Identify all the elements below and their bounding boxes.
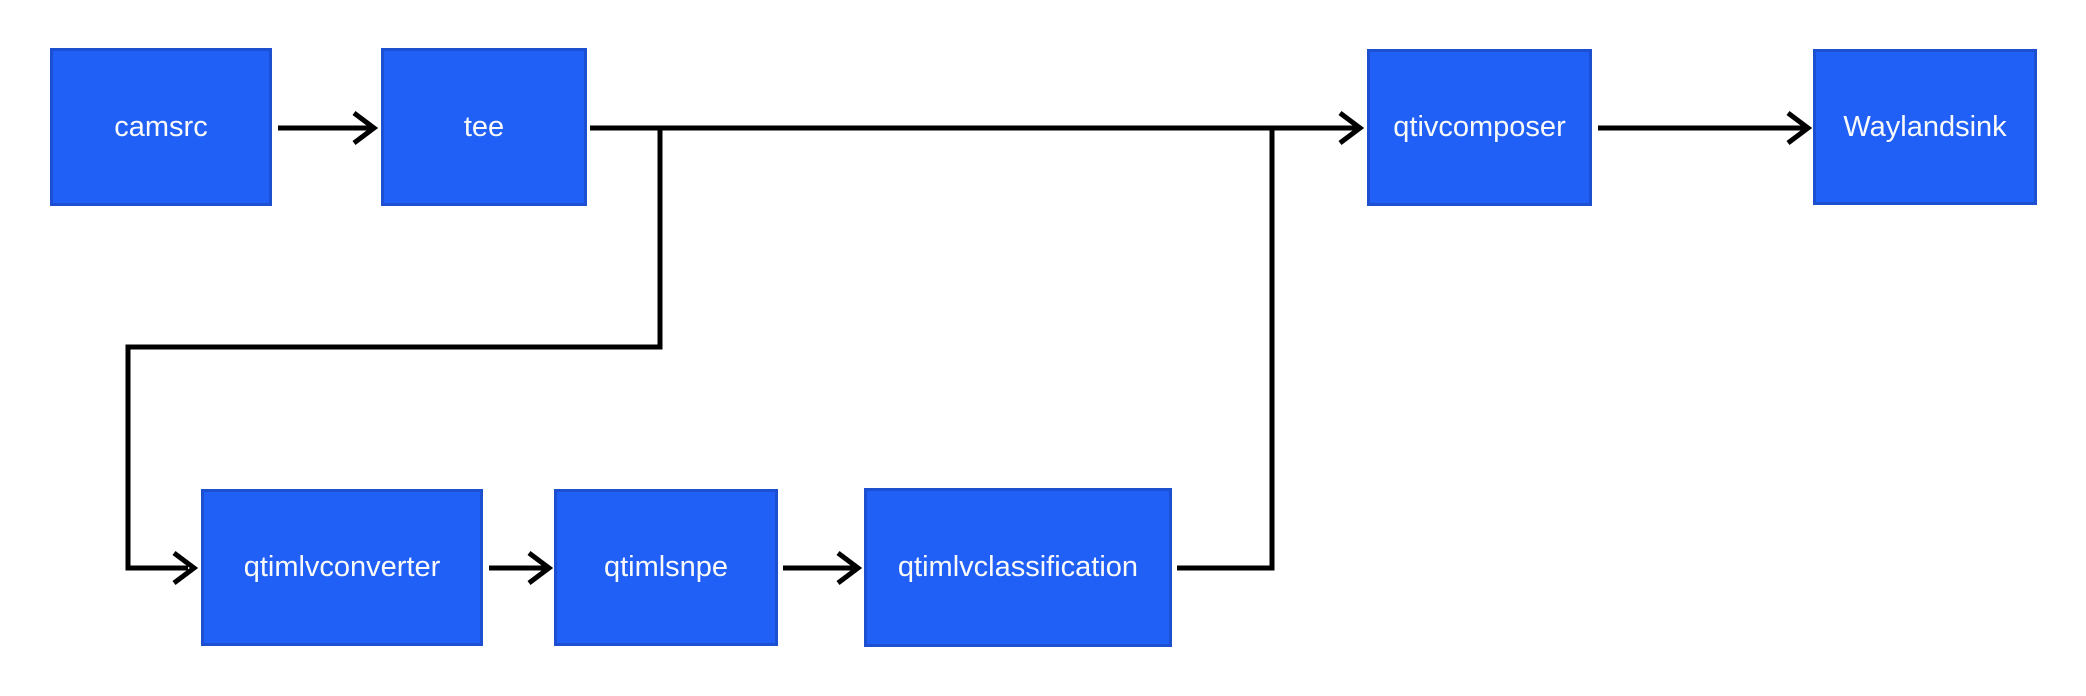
edge-tee-qtivcomposer [590, 111, 1365, 145]
edge-qtivcomposer-waylandsink [1598, 111, 1813, 145]
node-qtimlvconverter: qtimlvconverter [201, 489, 483, 646]
edge-qtimlvclassification-qtivcomposer [1177, 126, 1275, 571]
node-qtimlvclassification: qtimlvclassification [864, 488, 1172, 647]
edge-tee-qtivcomposer-arrowhead-icon [1338, 111, 1365, 145]
edge-camsrc-tee-arrowhead-icon [352, 111, 379, 145]
edge-camsrc-tee [278, 111, 379, 145]
edge-qtimlvconverter-qtimlsnpe-arrowhead-icon [527, 551, 554, 585]
edge-qtimlsnpe-qtimlvclassification [783, 551, 863, 585]
node-camsrc-label: camsrc [114, 110, 208, 143]
node-qtivcomposer: qtivcomposer [1367, 49, 1592, 206]
edge-qtimlvconverter-qtimlsnpe [489, 551, 554, 585]
edge-tee-qtimlvconverter-arrowhead-icon [172, 551, 199, 585]
edge-tee-qtimlvconverter [125, 128, 663, 585]
node-qtimlvconverter-label: qtimlvconverter [243, 551, 441, 583]
node-camsrc: camsrc [50, 48, 272, 206]
node-qtivcomposer-label: qtivcomposer [1393, 111, 1566, 143]
node-tee-label: tee [463, 110, 505, 143]
node-qtimlsnpe: qtimlsnpe [554, 489, 778, 646]
node-waylandsink-label: Waylandsink [1843, 110, 2007, 143]
node-tee: tee [381, 48, 587, 206]
edge-qtimlsnpe-qtimlvclassification-arrowhead-icon [836, 551, 863, 585]
node-qtimlsnpe-label: qtimlsnpe [603, 551, 729, 583]
edge-qtivcomposer-waylandsink-arrowhead-icon [1786, 111, 1813, 145]
node-qtimlvclassification-label: qtimlvclassification [897, 551, 1139, 583]
node-waylandsink: Waylandsink [1813, 49, 2037, 205]
edge-tee-qtimlvconverter-line [125, 128, 663, 571]
edge-qtimlvclassification-qtivcomposer-line [1177, 126, 1275, 571]
